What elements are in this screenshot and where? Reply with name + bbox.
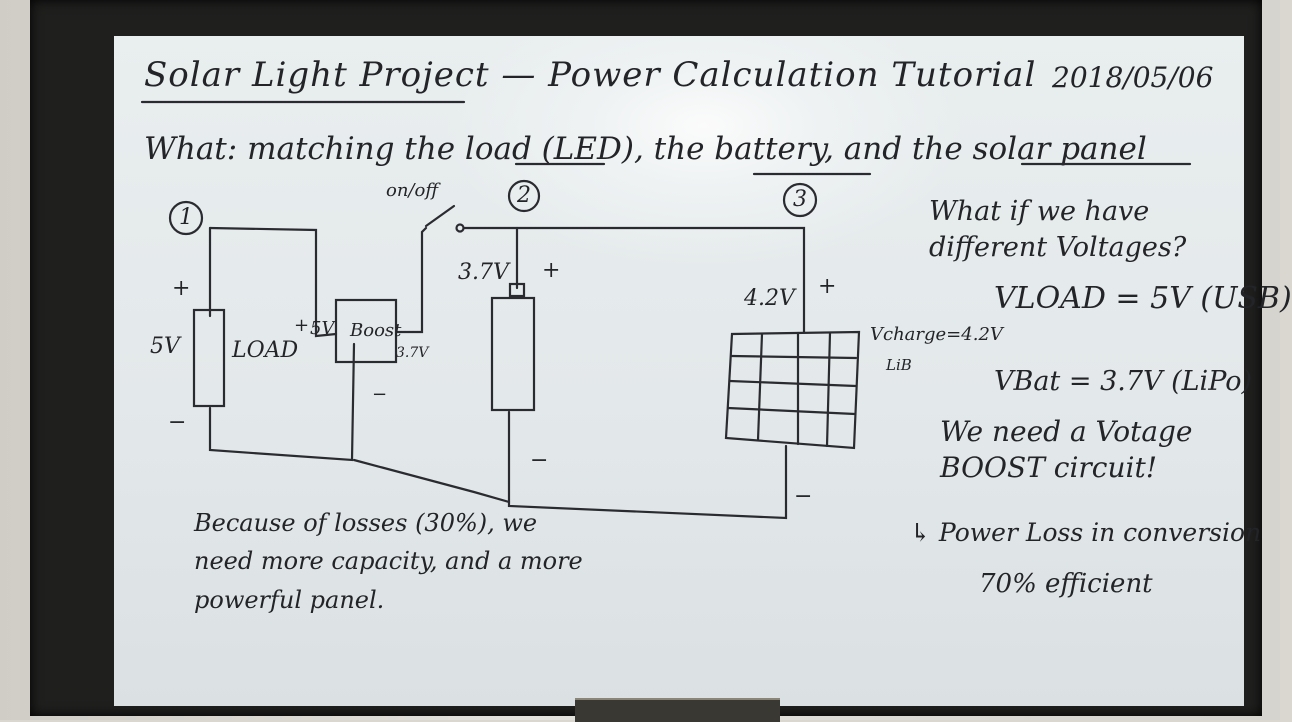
marker-3: 3	[793, 187, 807, 212]
load-voltage: 5V	[150, 334, 180, 359]
panel-plus: +	[818, 274, 837, 299]
battery-voltage: 3.7V	[458, 260, 509, 285]
question-text: What if we have different Voltages?	[929, 196, 1187, 264]
load-plus: +	[172, 276, 191, 301]
whiteboard-surface: Solar Light Project — Power Calculation …	[114, 36, 1292, 706]
losses-note: Because of losses (30%), we need more ca…	[194, 509, 583, 614]
boost-plus: +	[294, 315, 310, 336]
boost-minus: −	[372, 384, 388, 405]
panel-voltage: 4.2V	[744, 286, 795, 311]
marker-1: 1	[179, 205, 193, 230]
marker-2: 2	[517, 183, 531, 208]
need-boost-note: We need a Votage BOOST circuit!	[940, 415, 1193, 485]
power-loss-note: ↳ Power Loss in conversion	[910, 518, 1262, 547]
load-label: LOAD	[232, 338, 299, 363]
whiteboard-frame: Solar Light Project — Power Calculation …	[30, 0, 1292, 716]
v-load-equation: VLOAD = 5V (USB)	[994, 281, 1292, 316]
efficiency-note: 70% efficient	[979, 569, 1153, 599]
switch-label: on/off	[386, 180, 439, 201]
what-line: What: matching the load (LED), the batte…	[144, 131, 1147, 167]
board-date: 2018/05/06	[1052, 61, 1214, 94]
charge-voltage: Vcharge=4.2V	[870, 324, 1003, 345]
circuit-diagram	[140, 100, 1192, 520]
boost-in-label: 3.7V	[396, 345, 429, 361]
v-bat-equation: VBat = 3.7V (LiPo)	[994, 366, 1253, 397]
marker-tray	[575, 698, 780, 722]
battery-minus: −	[530, 448, 549, 473]
battery-plus: +	[542, 258, 561, 283]
boost-label: Boost	[350, 320, 402, 341]
charge-sub: LiB	[886, 356, 912, 374]
panel-minus: −	[794, 484, 813, 509]
boost-out-label: 5V	[310, 318, 335, 339]
load-minus: −	[168, 410, 187, 435]
board-title: Solar Light Project — Power Calculation …	[144, 55, 1037, 95]
